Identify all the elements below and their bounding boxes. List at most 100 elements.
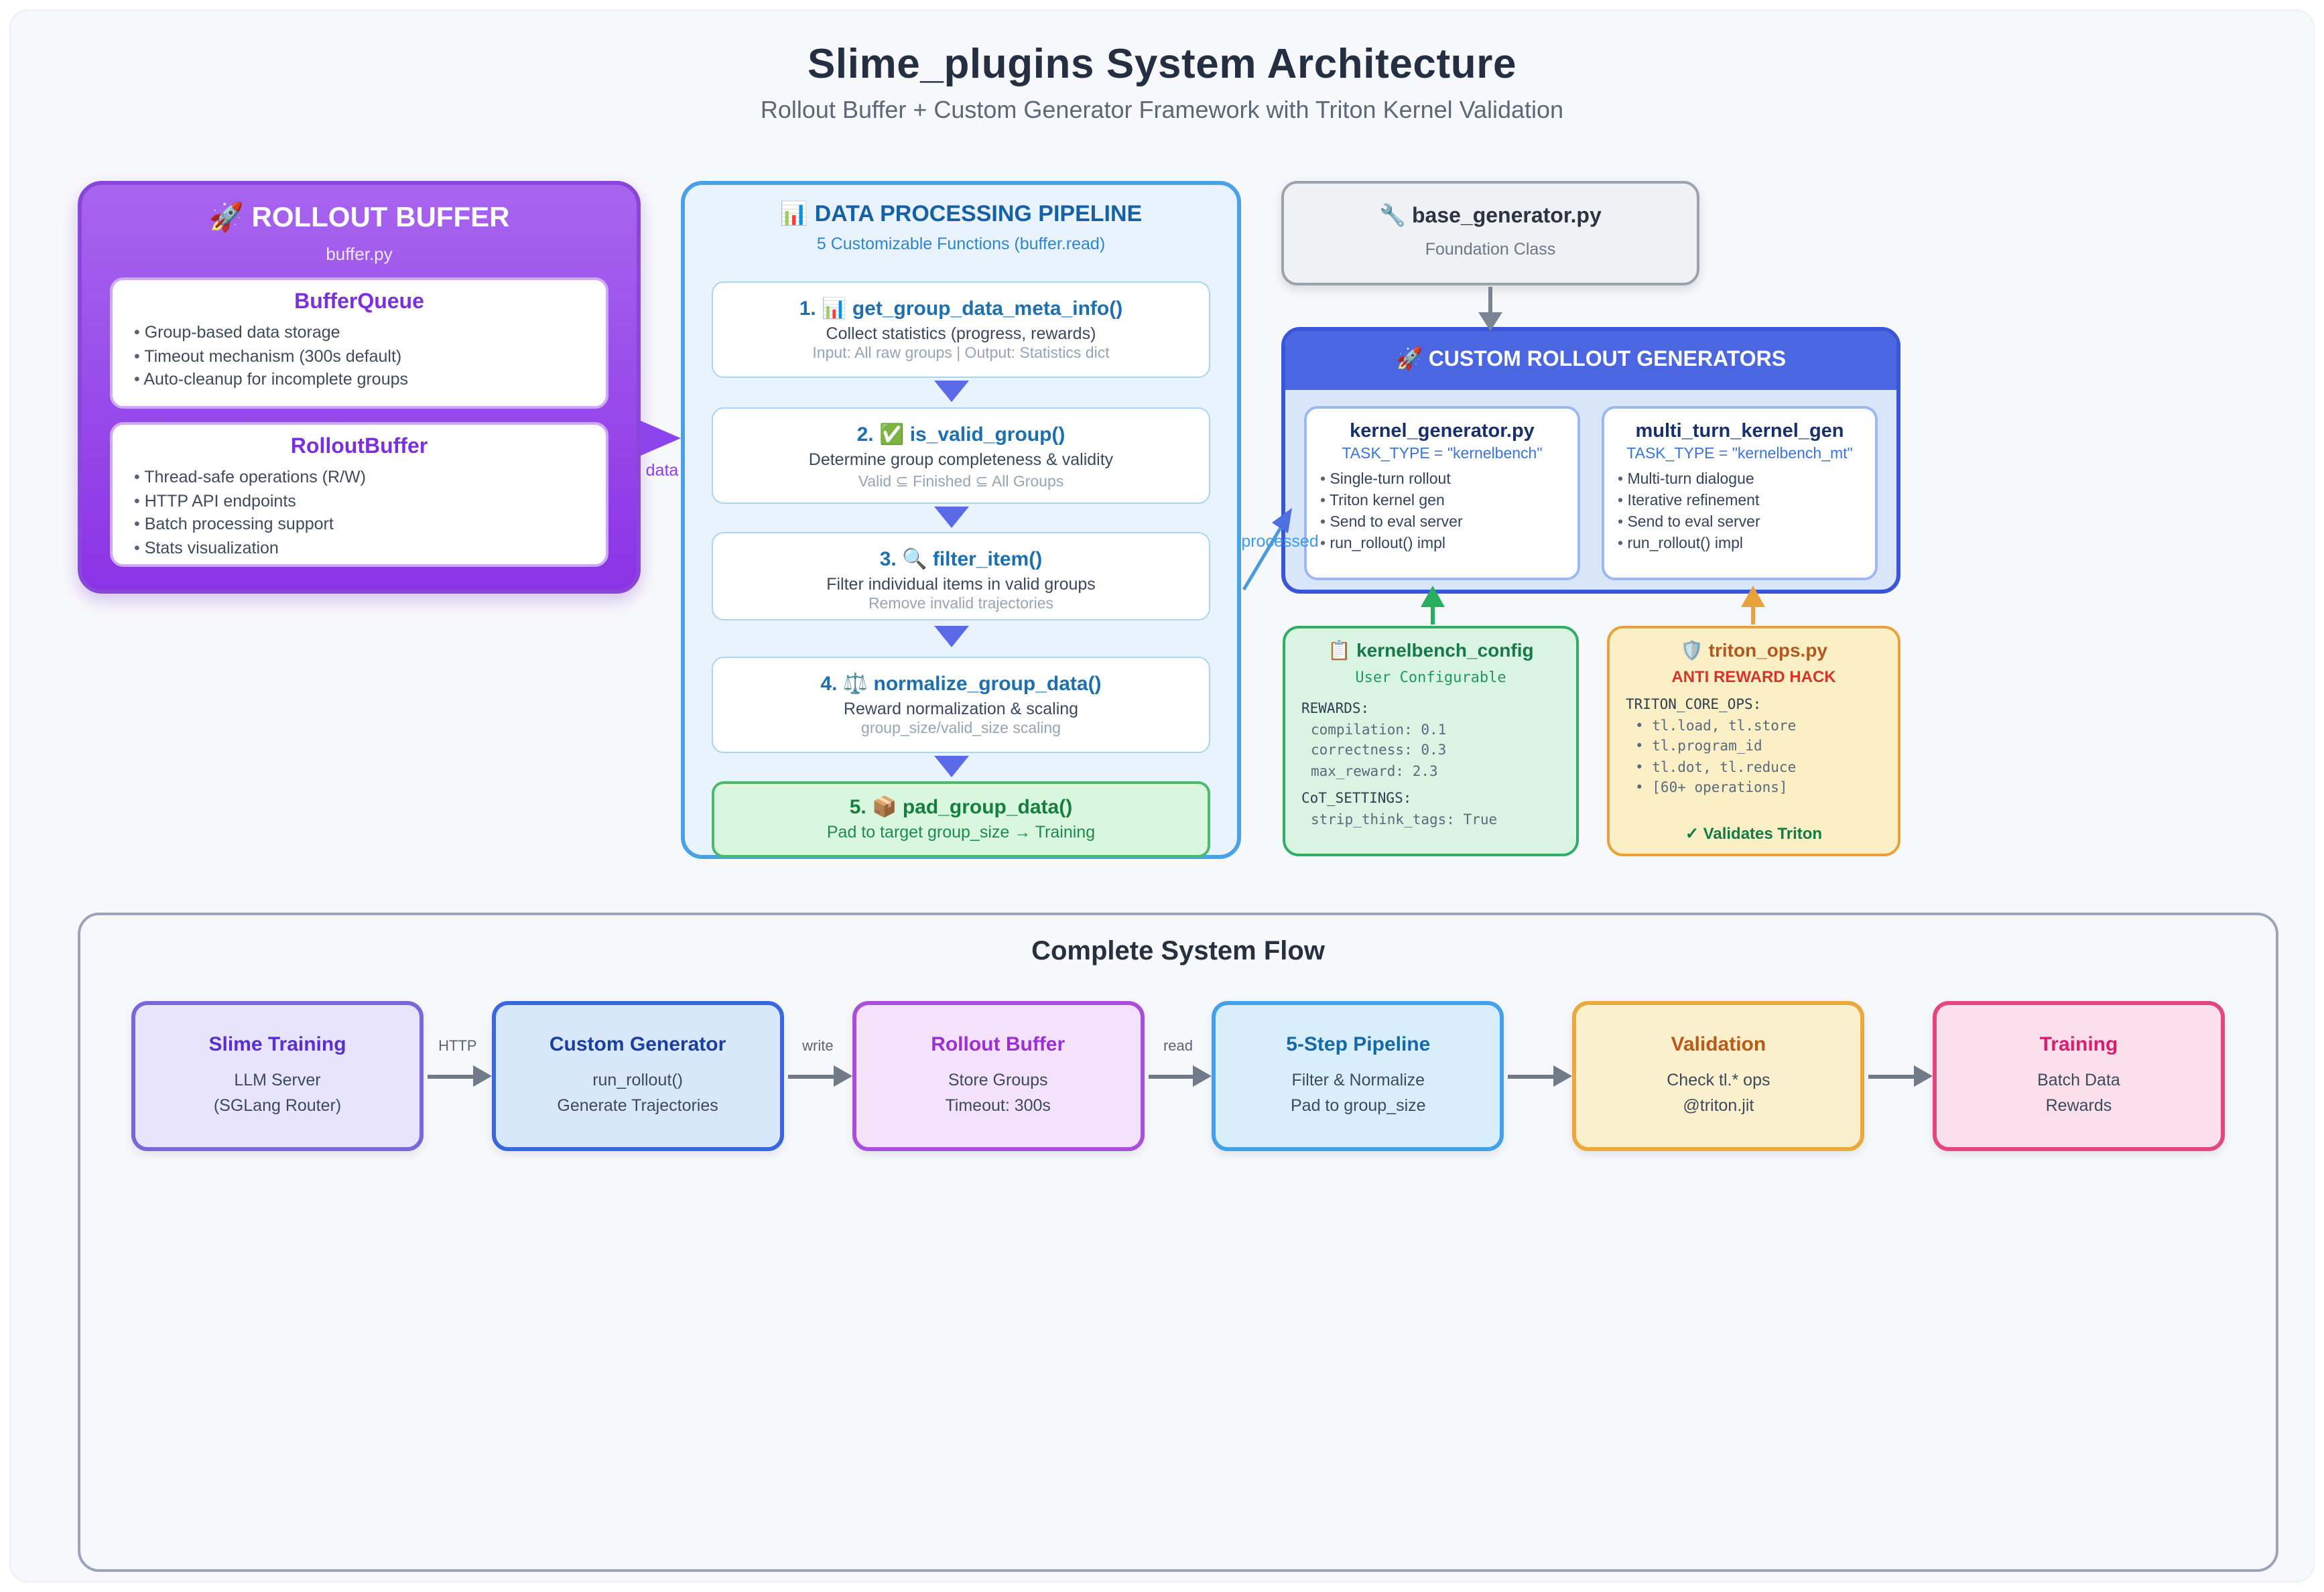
list-item: Timeout mechanism (300s default) xyxy=(134,345,606,369)
step-desc: Reward normalization & scaling xyxy=(843,700,1079,718)
config-section-label: TRITON_CORE_OPS: xyxy=(1626,697,1762,713)
list-item: Multi-turn dialogue xyxy=(1618,469,1875,490)
rollout-buffer-box: 🚀 ROLLOUT BUFFER buffer.py BufferQueue G… xyxy=(78,181,641,594)
list-item: Send to eval server xyxy=(1320,512,1577,533)
triton-ops-body: TRITON_CORE_OPS: • tl.load, tl.store • t… xyxy=(1626,695,1890,799)
arrow-line xyxy=(787,1075,835,1078)
step-title: 5. 📦 pad_group_data() xyxy=(849,796,1073,819)
config-value: compilation: 0.1 xyxy=(1311,722,1447,738)
bufferqueue-bullets: Group-based data storage Timeout mechani… xyxy=(113,322,606,392)
down-arrow-icon xyxy=(934,507,969,528)
kernelbench-config-subtitle: User Configurable xyxy=(1355,669,1506,686)
connector-label: read xyxy=(1163,1039,1193,1055)
list-item: Stats visualization xyxy=(134,537,606,560)
list-item: run_rollout() impl xyxy=(1618,533,1875,555)
pipeline-step-5: 5. 📦 pad_group_data() Pad to target grou… xyxy=(712,781,1210,858)
flow-box-title: Slime Training xyxy=(208,1033,346,1056)
arrow-line xyxy=(1868,1075,1915,1078)
flow-box-line: Batch Data xyxy=(2037,1071,2120,1089)
rolloutbuffer-bullets: Thread-safe operations (R/W) HTTP API en… xyxy=(113,466,606,560)
bufferqueue-card: BufferQueue Group-based data storage Tim… xyxy=(110,277,608,409)
down-arrow-icon xyxy=(934,756,969,777)
shield-icon: 🛡️ xyxy=(1680,639,1703,661)
right-arrow-icon xyxy=(1193,1065,1212,1087)
flow-box-line: Filter & Normalize xyxy=(1291,1071,1425,1089)
flow-box-custom-generator: Custom Generator run_rollout() Generate … xyxy=(491,1001,784,1151)
config-value: • tl.dot, tl.reduce xyxy=(1635,759,1797,775)
down-arrow-icon xyxy=(934,626,969,647)
flow-connector: write xyxy=(784,1033,852,1119)
flow-box-line: Pad to group_size xyxy=(1291,1096,1426,1115)
wrench-icon: 🔧 xyxy=(1379,205,1407,228)
flow-box-line: @triton.jit xyxy=(1683,1096,1754,1115)
base-generator-box: 🔧 base_generator.py Foundation Class xyxy=(1281,181,1699,285)
step-meta: Valid ⊆ Finished ⊆ All Groups xyxy=(858,474,1064,490)
pipeline-title: 📊 DATA PROCESSING PIPELINE xyxy=(779,201,1143,226)
list-item: Iterative refinement xyxy=(1618,490,1875,512)
rolloutbuffer-title: RolloutBuffer xyxy=(290,436,428,458)
flow-connector: HTTP xyxy=(424,1033,492,1119)
flow-box-line: LLM Server xyxy=(234,1071,321,1089)
bar-chart-icon: 📊 xyxy=(779,201,809,226)
config-value: • tl.program_id xyxy=(1635,738,1762,754)
rolloutbuffer-card: RolloutBuffer Thread-safe operations (R/… xyxy=(110,422,608,567)
list-item: HTTP API endpoints xyxy=(134,490,606,513)
data-arrow-label: data xyxy=(646,461,679,480)
pipeline-step-4: 4. ⚖️ normalize_group_data() Reward norm… xyxy=(712,657,1210,753)
flow-box-training: Training Batch Data Rewards xyxy=(1932,1001,2225,1151)
step-desc: Collect statistics (progress, rewards) xyxy=(826,324,1096,343)
base-generator-subtitle: Foundation Class xyxy=(1425,240,1556,259)
step-title: 2. ✅ is_valid_group() xyxy=(856,423,1066,446)
arrow-line xyxy=(428,1075,474,1078)
pipeline-step-1: 1. 📊 get_group_data_meta_info() Collect … xyxy=(712,281,1210,378)
task-type: TASK_TYPE = "kernelbench" xyxy=(1342,446,1543,462)
card-title: kernel_generator.py xyxy=(1350,421,1535,442)
kernel-generator-card: kernel_generator.py TASK_TYPE = "kernelb… xyxy=(1304,406,1580,580)
step-title: 4. ⚖️ normalize_group_data() xyxy=(820,673,1102,695)
rocket-icon: 🚀 xyxy=(208,202,244,233)
flow-box-title: Validation xyxy=(1671,1033,1766,1056)
flow-connector xyxy=(1504,1033,1573,1119)
card-title: multi_turn_kernel_gen xyxy=(1635,421,1844,442)
right-arrow-icon xyxy=(1913,1065,1933,1087)
rollout-buffer-title: 🚀 ROLLOUT BUFFER xyxy=(208,202,510,233)
list-item: Group-based data storage xyxy=(134,322,606,345)
kernelbench-config-body: REWARDS: compilation: 0.1 correctness: 0… xyxy=(1301,700,1568,831)
step-title: 1. 📊 get_group_data_meta_info() xyxy=(799,297,1123,320)
anti-reward-hack-label: ANTI REWARD HACK xyxy=(1671,667,1836,686)
task-type: TASK_TYPE = "kernelbench_mt" xyxy=(1626,446,1853,462)
step-meta: group_size/valid_size scaling xyxy=(861,721,1061,737)
diagram-panel: Slime_plugins System Architecture Rollou… xyxy=(9,9,2315,1583)
flow-box-validation: Validation Check tl.* ops @triton.jit xyxy=(1572,1001,1865,1151)
flow-box-title: 5-Step Pipeline xyxy=(1286,1033,1431,1056)
kernelbench-config-title: 📋 kernelbench_config xyxy=(1328,639,1534,661)
triton-ops-box: 🛡️ triton_ops.py ANTI REWARD HACK TRITON… xyxy=(1607,626,1900,856)
arrow-line xyxy=(1148,1075,1195,1078)
page-subtitle: Rollout Buffer + Custom Generator Framew… xyxy=(760,96,1564,123)
step-title: 3. 🔍 filter_item() xyxy=(879,548,1043,571)
config-section-label: CoT_SETTINGS: xyxy=(1301,791,1412,807)
data-arrow-icon xyxy=(641,421,681,456)
config-section-label: REWARDS: xyxy=(1301,701,1370,717)
custom-generators-header: 🚀 CUSTOM ROLLOUT GENERATORS xyxy=(1285,331,1896,390)
page-title: Slime_plugins System Architecture xyxy=(807,40,1517,87)
flow-box-rollout-buffer: Rollout Buffer Store Groups Timeout: 300… xyxy=(852,1001,1145,1151)
rocket-icon: 🚀 xyxy=(1395,348,1423,371)
config-value: strip_think_tags: True xyxy=(1311,811,1498,827)
right-arrow-icon xyxy=(1553,1065,1573,1087)
step-desc: Pad to target group_size → Training xyxy=(826,823,1096,842)
processed-arrow-line xyxy=(1242,525,1283,591)
multi-turn-generator-card: multi_turn_kernel_gen TASK_TYPE = "kerne… xyxy=(1602,406,1878,580)
flow-box-title: Rollout Buffer xyxy=(931,1033,1066,1056)
flow-box-title: Custom Generator xyxy=(549,1033,726,1056)
list-item: Batch processing support xyxy=(134,513,606,537)
triton-ops-title: 🛡️ triton_ops.py xyxy=(1680,639,1827,661)
pipeline-step-2: 2. ✅ is_valid_group() Determine group co… xyxy=(712,407,1210,504)
bar-chart-icon: 📊 xyxy=(822,297,847,320)
flow-box-slime-training: Slime Training LLM Server (SGLang Router… xyxy=(131,1001,424,1151)
down-arrow-icon xyxy=(934,381,969,402)
config-value: • [60+ operations] xyxy=(1635,780,1788,796)
pipeline-box: 📊 DATA PROCESSING PIPELINE 5 Customizabl… xyxy=(681,181,1241,859)
package-icon: 📦 xyxy=(872,796,897,819)
